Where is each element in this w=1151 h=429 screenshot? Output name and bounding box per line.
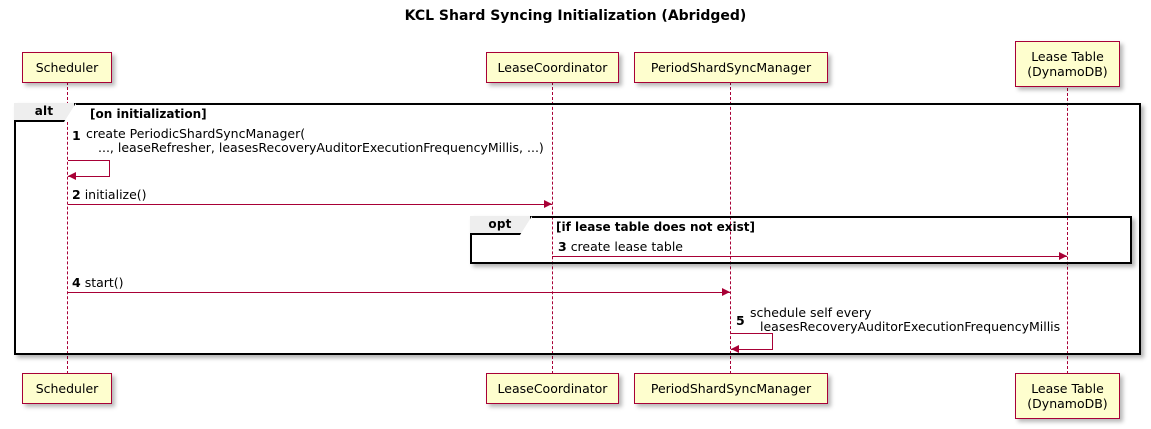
message-4-number: 4 <box>72 275 81 290</box>
message-1-label: 1 <box>72 129 81 143</box>
participant-periodshardsyncmanager-top[interactable]: PeriodShardSyncManager <box>634 52 828 83</box>
message-3-line <box>552 256 1067 257</box>
message-5-text: schedule self every leasesRecoveryAudito… <box>750 306 1060 334</box>
participant-periodshardsyncmanager-label: PeriodShardSyncManager <box>650 60 812 75</box>
message-2-number: 2 <box>72 187 81 202</box>
participant-leasecoordinator-label: LeaseCoordinator <box>497 60 608 75</box>
message-1-self-arrow <box>68 160 110 177</box>
lifeline-scheduler <box>67 82 68 374</box>
participant-leasecoordinator-label-bottom: LeaseCoordinator <box>497 381 608 396</box>
message-5-text-line2: leasesRecoveryAuditorExecutionFrequencyM… <box>760 319 1061 334</box>
participant-leasetable-label-bottom-line2: (DynamoDB) <box>1027 396 1108 411</box>
message-4-arrowhead <box>722 288 730 296</box>
message-1-text-line1: create PeriodicShardSyncManager( <box>86 126 306 141</box>
diagram-title: KCL Shard Syncing Initialization (Abridg… <box>404 8 747 24</box>
message-1-number: 1 <box>72 128 81 143</box>
participant-leasetable-label-line2: (DynamoDB) <box>1027 64 1108 79</box>
participant-scheduler-label-bottom: Scheduler <box>35 381 99 396</box>
opt-frame-tab: opt <box>470 216 532 235</box>
alt-frame-tab-label: alt <box>34 104 54 118</box>
lifeline-leasetable <box>1067 88 1068 374</box>
participant-leasetable-top[interactable]: Lease Table (DynamoDB) <box>1015 41 1120 87</box>
message-2-text: initialize() <box>84 187 147 202</box>
message-4-text: start() <box>84 275 124 290</box>
message-2-arrowhead <box>544 200 552 208</box>
message-2-label: 2 initialize() <box>72 188 147 202</box>
message-3-text: create lease table <box>570 239 683 254</box>
participant-leasetable-label-line1: Lease Table <box>1031 49 1104 64</box>
participant-leasecoordinator-bottom[interactable]: LeaseCoordinator <box>486 373 619 404</box>
message-5-text-line1: schedule self every <box>750 305 872 320</box>
message-1-text: create PeriodicShardSyncManager( ..., le… <box>86 127 544 155</box>
opt-frame-tab-label: opt <box>488 217 512 231</box>
message-3-label: 3 create lease table <box>558 240 683 254</box>
lifeline-leasecoordinator <box>552 82 553 374</box>
message-2-line <box>68 204 552 205</box>
participant-periodshardsyncmanager-bottom[interactable]: PeriodShardSyncManager <box>634 373 828 404</box>
message-1-arrowhead <box>68 172 76 180</box>
lifeline-periodshardsyncmanager <box>730 82 731 374</box>
participant-scheduler-bottom[interactable]: Scheduler <box>22 373 112 404</box>
participant-leasecoordinator-top[interactable]: LeaseCoordinator <box>486 52 619 83</box>
message-1-text-line2: ..., leaseRefresher, leasesRecoveryAudit… <box>98 140 544 155</box>
opt-frame-condition: [if lease table does not exist] <box>556 220 756 234</box>
participant-periodshardsyncmanager-label-bottom: PeriodShardSyncManager <box>650 381 812 396</box>
alt-frame-tab: alt <box>14 103 76 122</box>
alt-frame <box>14 103 1141 355</box>
participant-leasetable-bottom[interactable]: Lease Table (DynamoDB) <box>1015 373 1120 419</box>
opt-frame <box>470 216 1132 264</box>
message-3-number: 3 <box>558 239 567 254</box>
message-4-label: 4 start() <box>72 276 124 290</box>
message-5-number: 5 <box>736 313 745 328</box>
participant-leasetable-label-bottom-line1: Lease Table <box>1031 381 1104 396</box>
participant-scheduler-label: Scheduler <box>35 60 99 75</box>
alt-frame-condition: [on initialization] <box>90 107 207 121</box>
message-5-arrowhead <box>731 345 739 353</box>
message-3-arrowhead <box>1059 252 1067 260</box>
message-4-line <box>68 292 730 293</box>
message-5-label: 5 <box>736 314 745 328</box>
participant-scheduler-top[interactable]: Scheduler <box>22 52 112 83</box>
message-5-self-arrow <box>731 333 773 350</box>
